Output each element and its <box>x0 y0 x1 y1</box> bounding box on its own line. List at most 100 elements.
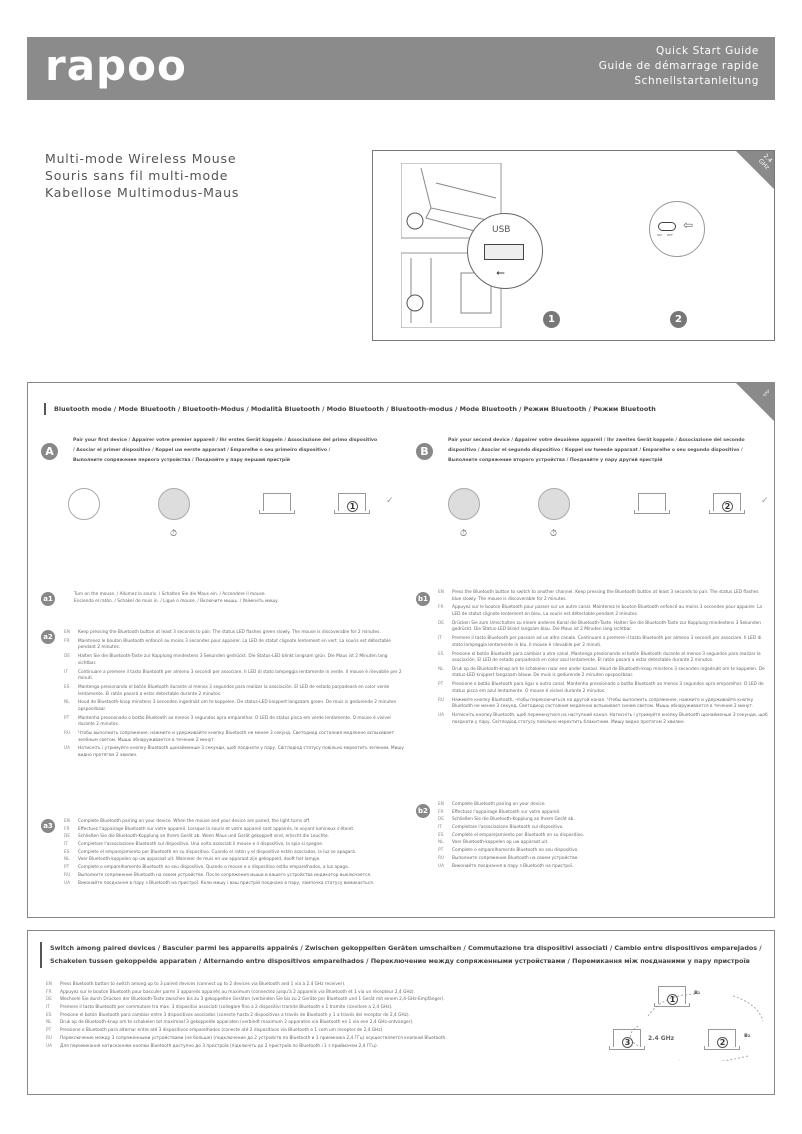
language-code: DE <box>64 834 71 840</box>
language-code: IT <box>64 842 68 848</box>
language-code: ES <box>438 832 444 838</box>
corner-label: 2.4 GHz <box>756 152 774 172</box>
laptop-bluetooth-icon <box>634 493 670 514</box>
language-code: DE <box>46 997 53 1003</box>
instruction-row: UA Натисніть і утримуйте кнопку Bluetooth… <box>64 746 404 759</box>
product-title-en: Multi-mode Wireless Mouse <box>45 151 237 166</box>
a3-instructions: EN Complete Bluetooth pairing on your dev… <box>64 819 409 888</box>
laptop-bluetooth-icon <box>259 493 295 514</box>
language-code: NL <box>64 857 70 863</box>
instruction-text: Premere il tasto Bluetooth per commutare… <box>60 1005 393 1011</box>
arrow-left-icon: ⇦ <box>683 218 694 232</box>
language-code: UA <box>64 746 71 752</box>
timer-icon: ⏱ <box>170 529 178 539</box>
instruction-text: Appuyez sur le bouton Bluetooth pour pas… <box>452 605 763 617</box>
switch-icon <box>658 222 676 231</box>
switch-on-label: ON <box>657 233 662 237</box>
mouse-power-switch-icon <box>68 488 100 520</box>
a1-line: Turn on the mouse. / Allumez la souris. … <box>74 592 266 597</box>
usb-label: USB <box>492 225 511 235</box>
instruction-text: Complete Bluetooth pairing on your devic… <box>78 819 311 824</box>
instruction-row: EN Complete Bluetooth pairing on your dev… <box>64 819 409 826</box>
language-code: EN <box>64 819 70 824</box>
instruction-row: UA Для перемикання натисканням кнопки Blu… <box>46 1044 546 1051</box>
step-a2-badge: a2 <box>41 630 55 644</box>
bluetooth-mode-section: ᛒ Bluetooth mode / Mode Bluetooth / Blue… <box>27 382 775 918</box>
instruction-text: Press the Bluetooth button to switch to … <box>452 590 759 602</box>
device-3-laptop: 3 <box>609 1029 645 1050</box>
mouse-top-icon <box>158 488 190 520</box>
instruction-text: Mantenga presionando el botón Bluetooth … <box>78 684 390 697</box>
instruction-text: Pressione o botão Bluetooth para ligar o… <box>452 682 764 694</box>
instruction-text: Натисніть і утримуйте кнопку Bluetooth щ… <box>78 746 404 758</box>
guide-title: Quick Start Guide Guide de démarrage rap… <box>599 44 759 89</box>
language-code: PT <box>64 865 70 871</box>
language-code: PT <box>438 848 444 854</box>
language-code: FR <box>64 826 70 832</box>
switch-heading-line: Schakelen tussen gekoppelde apparaten / … <box>50 957 750 965</box>
language-code: DE <box>438 817 445 823</box>
bluetooth-channel-1-label: ʙ₁ <box>694 989 701 996</box>
switch-devices-section: Switch among paired devices / Basculer p… <box>27 930 775 1095</box>
instruction-text: Druk op de Bluetooth-knop om te schakele… <box>452 666 765 679</box>
instruction-text: Виконайте поєднання в пару з Bluetooth н… <box>78 880 375 886</box>
bluetooth-channel-2-label: ʙ₂ <box>744 1032 751 1039</box>
usb-receiver-closeup: USB ⭠ <box>467 213 543 289</box>
instruction-text: Complete Bluetooth pairing on your devic… <box>452 802 546 807</box>
instruction-text: Completare l'associazione Bluetooth sul … <box>452 825 564 831</box>
pair-second-line: Pair your second device / Appairer votre… <box>448 438 745 443</box>
instruction-text: Effectuez l'appairage Bluetooth sur votr… <box>452 809 561 815</box>
guide-title-en: Quick Start Guide <box>655 45 759 57</box>
receiver-label: 2.4 GHz <box>648 1035 675 1042</box>
language-code: EN <box>46 982 52 987</box>
language-code: DE <box>64 654 71 660</box>
language-code: PT <box>46 1028 52 1034</box>
step-1-badge: 1 <box>543 311 560 328</box>
pair-second-device-text: Pair your second device / Appairer votre… <box>448 436 768 466</box>
language-code: RU <box>438 697 445 703</box>
check-icon: ✓ <box>386 496 394 506</box>
instruction-text: Voer Bluetooth-koppelen op uw apparaat u… <box>78 857 321 863</box>
pair-first-device-text: Pair your first device / Appairer votre … <box>73 436 403 466</box>
mouse-top-icon <box>448 488 480 520</box>
pair-first-line: Выполните сопряжение первого устройства … <box>73 458 291 463</box>
timer-icon: ⏱ <box>460 529 468 539</box>
instruction-text: Voer Bluetooth-koppelen op uw apparaat u… <box>452 840 549 846</box>
instruction-text: Для перемикання натисканням кнопки Bluet… <box>60 1043 378 1049</box>
language-code: IT <box>438 636 442 642</box>
language-code: UA <box>438 863 445 869</box>
switch-heading-line: Switch among paired devices / Basculer p… <box>50 944 762 952</box>
device-number: 1 <box>667 994 678 1005</box>
laptop-icon: 1 <box>334 493 370 514</box>
language-code: UA <box>438 713 445 718</box>
language-code: ES <box>46 1012 52 1018</box>
instruction-text: Complete el emparejamiento por Bluetooth… <box>78 849 357 855</box>
language-code: UA <box>46 1043 53 1049</box>
receiver-setup-illustration: 2.4 GHz USB ⭠ ON OFF ⇦ 1 2 <box>372 150 775 341</box>
instruction-text: Выполните сопряжение Bluetooth на своем … <box>78 872 372 878</box>
language-code: RU <box>438 855 445 861</box>
product-title-fr: Souris sans fil multi-mode <box>45 168 229 183</box>
step-b-badge: B <box>416 443 433 460</box>
instruction-text: Complete el emparejamiento por Bluetooth… <box>452 832 585 838</box>
device-1-laptop: 1 <box>654 986 690 1007</box>
